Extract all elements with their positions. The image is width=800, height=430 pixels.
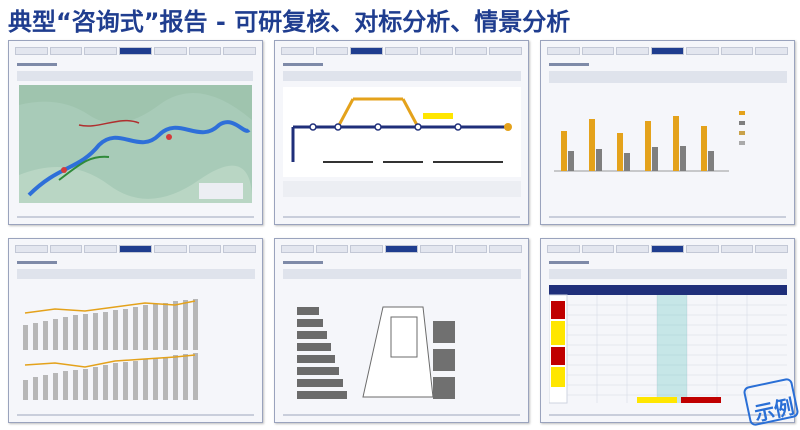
- slide-thumbnail-rail-diagram: [274, 40, 529, 225]
- slide-tab-bar: [281, 245, 523, 253]
- slide-tab-bar: [281, 47, 523, 55]
- slide-section-heading: [283, 261, 323, 264]
- slide-section-heading: [17, 261, 57, 264]
- slide-thumbnail-bar-chart: [540, 40, 795, 225]
- slide-section-heading: [17, 63, 57, 66]
- slide-section-heading: [549, 63, 589, 66]
- map-figure: [19, 85, 252, 203]
- slide-tab-bar: [547, 47, 789, 55]
- slide-thumbnail-gdp-pyramid: [274, 238, 529, 423]
- slide-thumbnail-data-table: [540, 238, 795, 423]
- slide-tab-bar: [547, 245, 789, 253]
- slide-tab-bar: [15, 47, 257, 55]
- bar-chart-figure: [554, 111, 745, 172]
- slide-thumbnail-map: [8, 40, 263, 225]
- slide-thumbnail-combo-chart: [8, 238, 263, 423]
- slide-section-heading: [549, 261, 589, 264]
- page-title: 典型“咨询式”报告 - 可研复核、对标分析、情景分析: [8, 8, 571, 36]
- gdp-pyramid-figure: [297, 306, 455, 399]
- slide-tab-bar: [15, 245, 257, 253]
- data-table-figure: [549, 285, 787, 404]
- slide-section-heading: [283, 63, 323, 66]
- rail-diagram-figure: [283, 87, 521, 177]
- combo-chart-figure: [23, 299, 198, 400]
